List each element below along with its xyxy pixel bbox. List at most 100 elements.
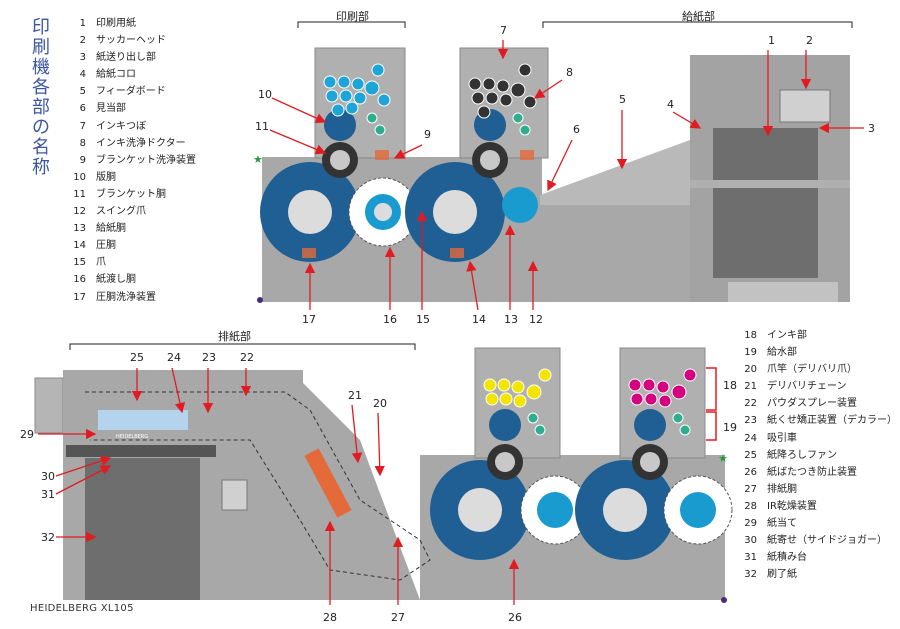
callout-arrow-8	[533, 79, 563, 99]
legend-item: 17 圧胴洗浄装置	[60, 289, 196, 306]
bracket-ink-water	[706, 367, 717, 441]
legend-label: 爪	[96, 257, 106, 269]
legend-number: 8	[79, 137, 86, 149]
legend-number: 17	[73, 291, 86, 303]
callout-arrow-21	[351, 404, 363, 464]
ir-dryer	[304, 448, 352, 518]
callout-number-2: 2	[806, 34, 813, 47]
legend-number: 25	[744, 449, 757, 461]
legend-number: 28	[744, 500, 757, 512]
callout-number-24: 24	[167, 351, 181, 364]
legend-label: スイング爪	[96, 206, 146, 218]
cylinders-bottom	[430, 409, 733, 560]
callout-number-26: 26	[508, 611, 522, 624]
delivery-chain	[85, 391, 431, 581]
legend-number: 16	[73, 274, 86, 286]
legend-label: 紙当て	[767, 518, 797, 530]
callout-number-9: 9	[424, 128, 431, 141]
legend-label: ブランケット胴	[96, 188, 166, 200]
callout-number-3: 3	[868, 122, 875, 135]
legend-number: 3	[79, 52, 86, 64]
callout-arrow-9	[393, 144, 423, 159]
inner-brand-label: HEIDELBERG	[116, 434, 148, 440]
legend-number: 21	[744, 381, 757, 393]
callout-number-32: 32	[41, 531, 55, 544]
callout-number-1: 1	[768, 34, 775, 47]
water-rollers-bottom	[527, 412, 691, 436]
legend-label: 紙寄せ（サイドジョガー）	[767, 535, 887, 547]
legend-label: ブランケット洗浄装置	[96, 154, 196, 166]
callout-number-5: 5	[619, 93, 626, 106]
callout-number-15: 15	[416, 313, 430, 326]
top-machine-body	[262, 47, 850, 302]
legend-label: インキ部	[767, 330, 807, 341]
marker-dot-bottom	[721, 597, 727, 603]
legend-label: 印刷用紙	[96, 18, 136, 29]
legend-label: 圧胴洗浄装置	[96, 291, 156, 303]
diagram-title: 印刷機各部の名称	[32, 17, 50, 178]
bottom-machine-body	[34, 347, 725, 600]
callout-number-16: 16	[383, 313, 397, 326]
callout-number-6: 6	[573, 123, 580, 136]
cylinder-feed	[502, 187, 538, 223]
callout-number-21: 21	[348, 389, 362, 402]
callout-number-4: 4	[667, 98, 674, 111]
marker-dot-top	[257, 297, 263, 303]
footer-model: HEIDELBERG XL105	[30, 603, 134, 614]
callout-number-25: 25	[130, 351, 144, 364]
legend-number: 1	[79, 18, 86, 29]
callout-arrow-24	[171, 367, 186, 414]
legend-label: 吸引車	[767, 432, 797, 444]
legend-label: IR乾燥装置	[767, 500, 817, 512]
legend-item: 21 デリバリチェーン	[735, 378, 897, 395]
legend-label: 紙渡し胴	[96, 274, 136, 286]
legend-label: 刷了紙	[767, 569, 797, 581]
legend-number: 13	[73, 223, 86, 235]
callout-number-18: 18	[723, 379, 737, 392]
bracket-delivery	[69, 343, 416, 350]
section-delivery-label: 排紙部	[218, 330, 251, 343]
legend-label: 紙送り出し部	[96, 52, 156, 64]
legend-number: 20	[744, 364, 757, 376]
callout-arrow-10	[271, 97, 327, 123]
legend-number: 4	[79, 69, 86, 81]
legend-number: 24	[744, 432, 757, 444]
ink-rollers-cyan	[323, 63, 391, 117]
callout-arrow-31	[55, 465, 112, 495]
callout-arrow-11	[269, 129, 327, 155]
cylinder-impression-2	[405, 162, 505, 262]
callout-arrow-6	[547, 139, 573, 192]
callout-arrow-20	[374, 412, 385, 477]
callout-arrows	[38, 40, 864, 605]
legend-number: 14	[73, 240, 86, 252]
callout-number-13: 13	[504, 313, 518, 326]
marker-star-top: ★	[253, 153, 263, 166]
callout-number-12: 12	[529, 313, 543, 326]
legend-label: 紙積み台	[767, 552, 807, 564]
legend-label: 爪竿（デリバリ爪）	[767, 364, 857, 376]
callout-number-30: 30	[41, 470, 55, 483]
callout-number-19: 19	[723, 421, 737, 434]
legend-number: 9	[79, 154, 86, 166]
cylinder-impression-1	[260, 162, 360, 262]
callout-number-27: 27	[391, 611, 405, 624]
legend-label: デリバリチェーン	[767, 381, 847, 393]
section-printing-label: 印刷部	[336, 10, 369, 23]
